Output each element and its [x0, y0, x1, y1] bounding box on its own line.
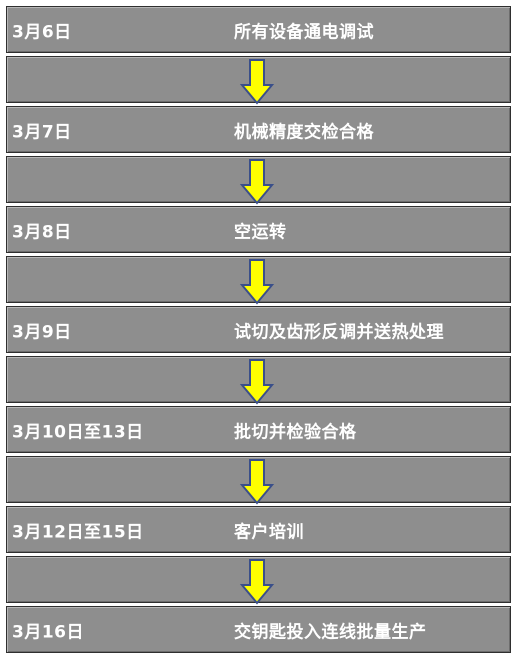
connector-row	[6, 156, 511, 205]
step-row-3: 3月8日 空运转	[6, 206, 511, 253]
step-date: 3月16日	[12, 622, 84, 642]
step-task: 机械精度交检合格	[234, 122, 374, 142]
step-date: 3月6日	[12, 22, 72, 42]
step-task: 空运转	[234, 222, 287, 242]
step-task: 所有设备通电调试	[234, 22, 374, 42]
connector-row	[6, 456, 511, 505]
step-task: 批切并检验合格	[234, 422, 357, 442]
step-date: 3月8日	[12, 222, 72, 242]
connector-row	[6, 256, 511, 305]
step-row-7: 3月16日 交钥匙投入连线批量生产	[6, 606, 511, 653]
arrow-down-icon	[239, 259, 275, 305]
connector-row	[6, 356, 511, 405]
arrow-down-icon	[239, 159, 275, 205]
arrow-down-icon	[239, 559, 275, 605]
step-date: 3月7日	[12, 122, 72, 142]
connector-row	[6, 556, 511, 605]
step-date: 3月10日至13日	[12, 422, 144, 442]
arrow-down-icon	[239, 459, 275, 505]
step-task: 试切及齿形反调并送热处理	[234, 322, 444, 342]
step-row-4: 3月9日 试切及齿形反调并送热处理	[6, 306, 511, 353]
step-task: 客户培训	[234, 522, 304, 542]
step-row-6: 3月12日至15日 客户培训	[6, 506, 511, 553]
step-task: 交钥匙投入连线批量生产	[234, 622, 427, 642]
step-row-1: 3月6日 所有设备通电调试	[6, 6, 511, 53]
arrow-down-icon	[239, 359, 275, 405]
step-row-5: 3月10日至13日 批切并检验合格	[6, 406, 511, 453]
arrow-down-icon	[239, 59, 275, 105]
process-timeline: 3月6日 所有设备通电调试 3月7日 机械精度交检合格 3月8日 空运转 3月9…	[6, 6, 511, 655]
step-date: 3月12日至15日	[12, 522, 144, 542]
step-row-2: 3月7日 机械精度交检合格	[6, 106, 511, 153]
connector-row	[6, 56, 511, 105]
step-date: 3月9日	[12, 322, 72, 342]
